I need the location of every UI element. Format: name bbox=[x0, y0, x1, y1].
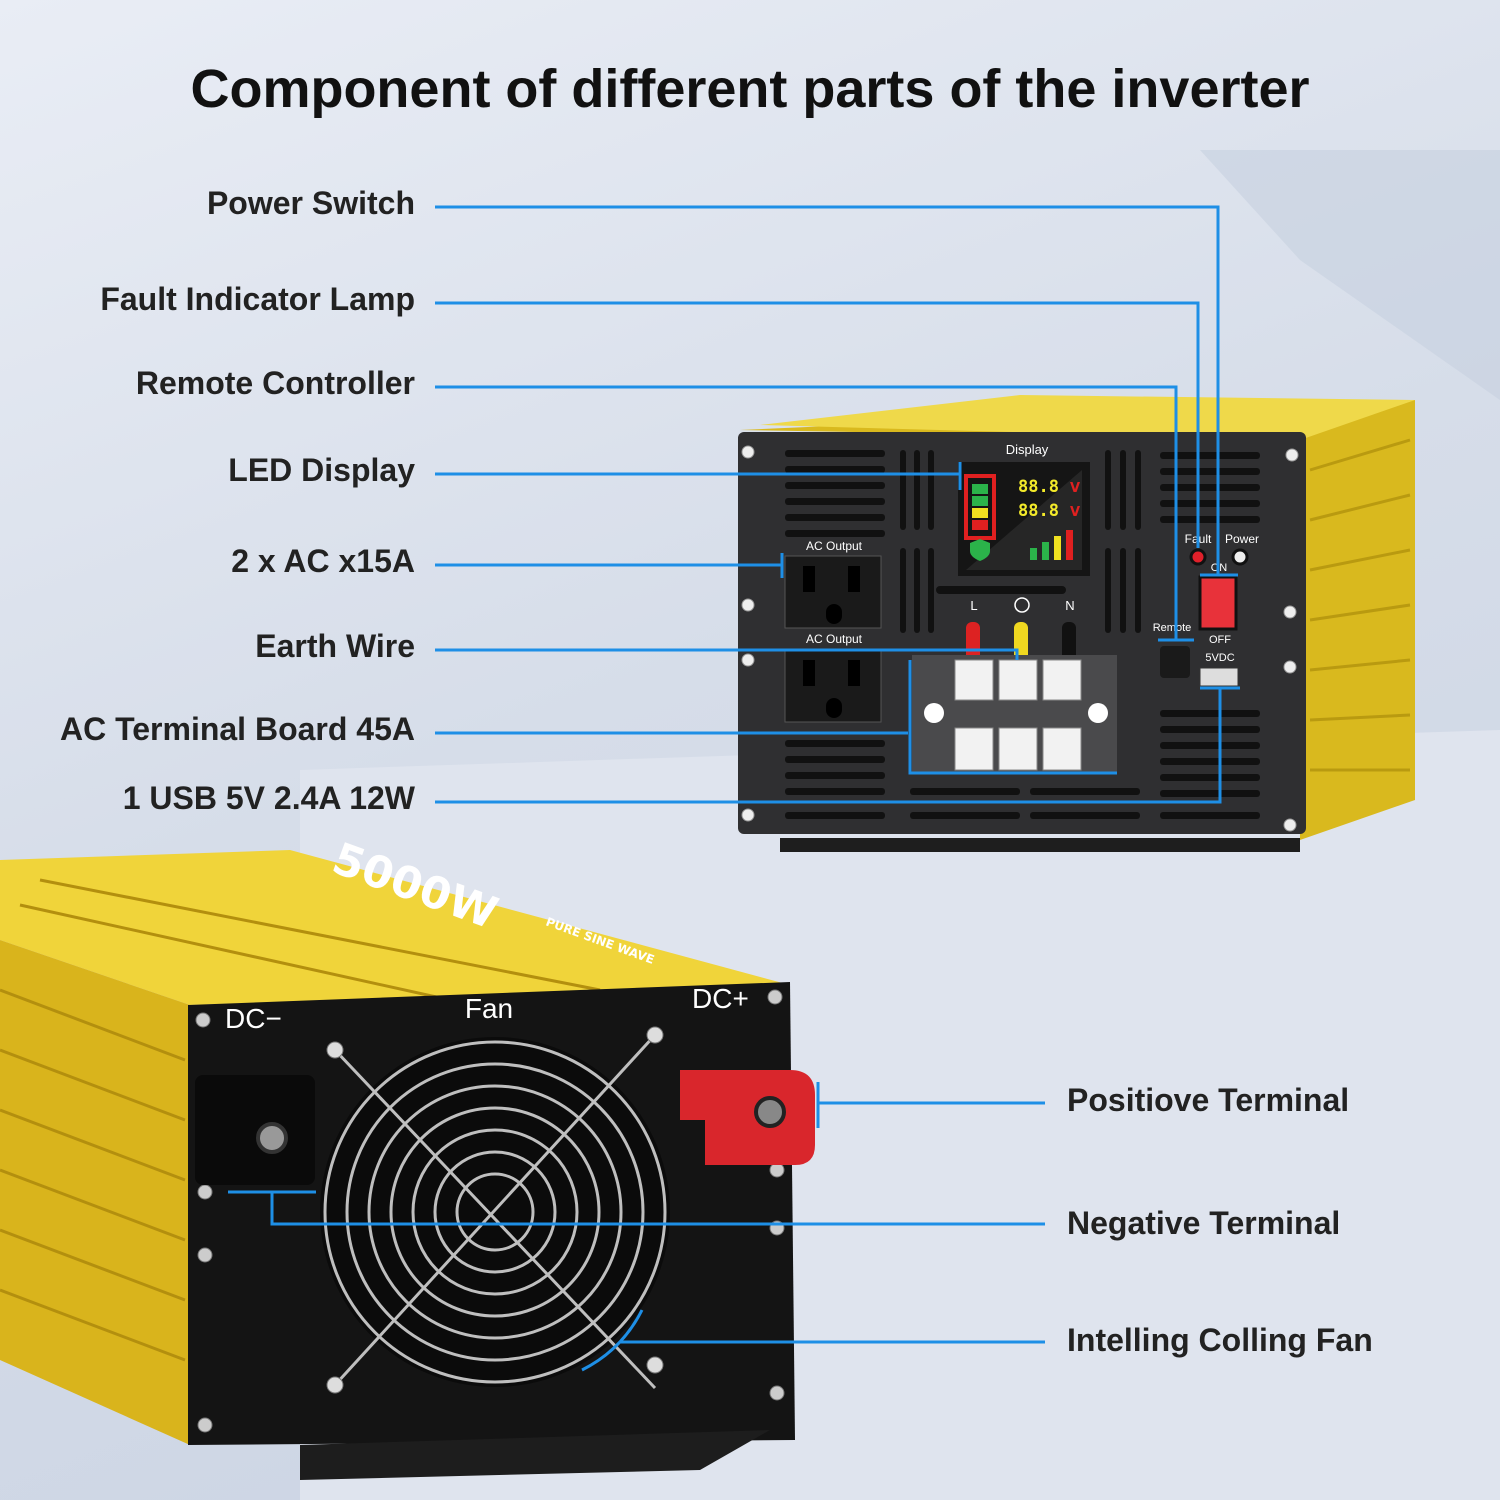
off-label: OFF bbox=[1209, 634, 1231, 646]
unit-v: V bbox=[1070, 481, 1080, 496]
fault-lamp bbox=[1189, 548, 1207, 566]
label-led-display: LED Display bbox=[228, 452, 415, 488]
power-switch[interactable] bbox=[1198, 575, 1238, 631]
case-side bbox=[740, 400, 1415, 840]
earth-icon bbox=[1014, 597, 1030, 613]
base-foot bbox=[780, 838, 1300, 852]
label-ac-outlets: 2 x AC x15A bbox=[231, 543, 415, 579]
ac-output-label: AC Output bbox=[806, 539, 863, 553]
callout-negative bbox=[270, 1192, 1045, 1226]
battery-voltage-readout: 88.8 bbox=[1018, 477, 1059, 497]
neutral-label: N bbox=[1065, 598, 1074, 613]
callout-earth-wire bbox=[435, 648, 1019, 660]
cooling-fan bbox=[320, 1026, 670, 1394]
base-foot bbox=[300, 1430, 770, 1480]
callout-power-switch bbox=[435, 205, 1220, 575]
label-cooling-fan: Intelling Colling Fan bbox=[1067, 1322, 1373, 1358]
dc-minus-label: DC− bbox=[225, 1003, 282, 1034]
remote-port bbox=[1160, 646, 1190, 678]
label-ac-terminal-board: AC Terminal Board 45A bbox=[59, 711, 415, 747]
callout-fault-lamp bbox=[435, 301, 1200, 548]
display-label: Display bbox=[1006, 442, 1049, 457]
label-negative-terminal: Negative Terminal bbox=[1067, 1205, 1341, 1241]
case-top bbox=[0, 850, 790, 1005]
positive-terminal bbox=[680, 1070, 815, 1165]
power-lamp bbox=[1231, 548, 1249, 566]
label-power-switch: Power Switch bbox=[206, 185, 415, 221]
unit-v: V bbox=[1070, 505, 1080, 520]
label-usb: 1 USB 5V 2.4A 12W bbox=[122, 780, 415, 816]
rear-inverter: 5000W PURE SINE WAVE DC− Fan DC+ bbox=[0, 833, 815, 1480]
ac-output-label: AC Output bbox=[806, 632, 863, 646]
shield-icon bbox=[970, 539, 990, 561]
remote-label: Remote bbox=[1153, 622, 1192, 634]
negative-terminal bbox=[195, 1075, 315, 1185]
front-inverter: Display 88.8 88.8 V V AC Output AC Outpu… bbox=[738, 395, 1415, 852]
output-voltage-readout: 88.8 bbox=[1018, 501, 1059, 521]
page-title: Component of different parts of the inve… bbox=[190, 59, 1310, 119]
fan-label: Fan bbox=[465, 993, 513, 1024]
callout-remote bbox=[435, 385, 1178, 640]
background-shape bbox=[1200, 150, 1500, 400]
label-earth-wire: Earth Wire bbox=[255, 628, 415, 664]
power-label: Power bbox=[1225, 532, 1259, 546]
callout-usb bbox=[435, 688, 1222, 804]
case-side bbox=[0, 940, 190, 1445]
case-top bbox=[760, 395, 1415, 440]
dc-plus-label: DC+ bbox=[692, 983, 749, 1014]
label-fault-indicator-lamp: Fault Indicator Lamp bbox=[100, 281, 415, 317]
usb-port bbox=[1199, 667, 1239, 687]
live-label: L bbox=[970, 598, 977, 613]
usb-label: 5VDC bbox=[1205, 652, 1234, 664]
label-remote-controller: Remote Controller bbox=[135, 365, 415, 401]
callout-lines bbox=[228, 205, 1240, 1372]
label-positive-terminal: Positiove Terminal bbox=[1067, 1082, 1350, 1118]
